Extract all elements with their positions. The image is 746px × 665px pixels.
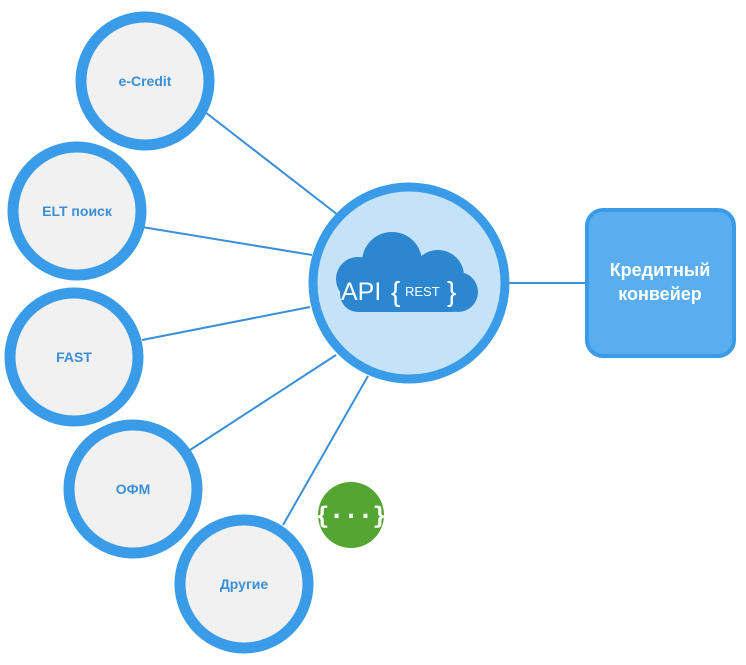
source-node-label: ELT поиск [42,203,113,219]
connectors [141,111,587,526]
source-node-elt-search[interactable]: ELT поиск [7,141,147,281]
source-node-fast[interactable]: FAST [4,287,144,427]
credit-pipeline-box[interactable]: Кредитный конвейер [585,208,736,358]
connector-fast [141,306,311,341]
json-badge-icon: {···} [315,482,387,548]
source-node-label: e-Credit [119,73,172,89]
credit-pipeline-line2: конвейер [618,284,702,304]
source-node-label: ОФМ [116,481,151,497]
source-node-ecredit[interactable]: e-Credit [75,11,215,151]
connector-ofm [189,354,337,451]
rest-brace-open: { [391,276,400,307]
credit-pipeline-line1: Кредитный [610,260,711,280]
connector-other [282,375,369,526]
api-hub[interactable]: API { REST } [308,182,510,384]
api-label: API [341,278,381,306]
source-node-other[interactable]: Другие [174,514,314,654]
source-node-label: FAST [56,349,92,365]
cloud-icon [336,232,478,312]
connector-ecredit [204,111,339,216]
source-node-label: Другие [220,576,269,592]
json-badge-symbol: {···} [315,502,387,530]
rest-label: REST [405,284,440,299]
rest-brace-close: } [447,276,456,307]
connector-elt-search [141,226,313,256]
source-node-ofm[interactable]: ОФМ [63,419,203,559]
